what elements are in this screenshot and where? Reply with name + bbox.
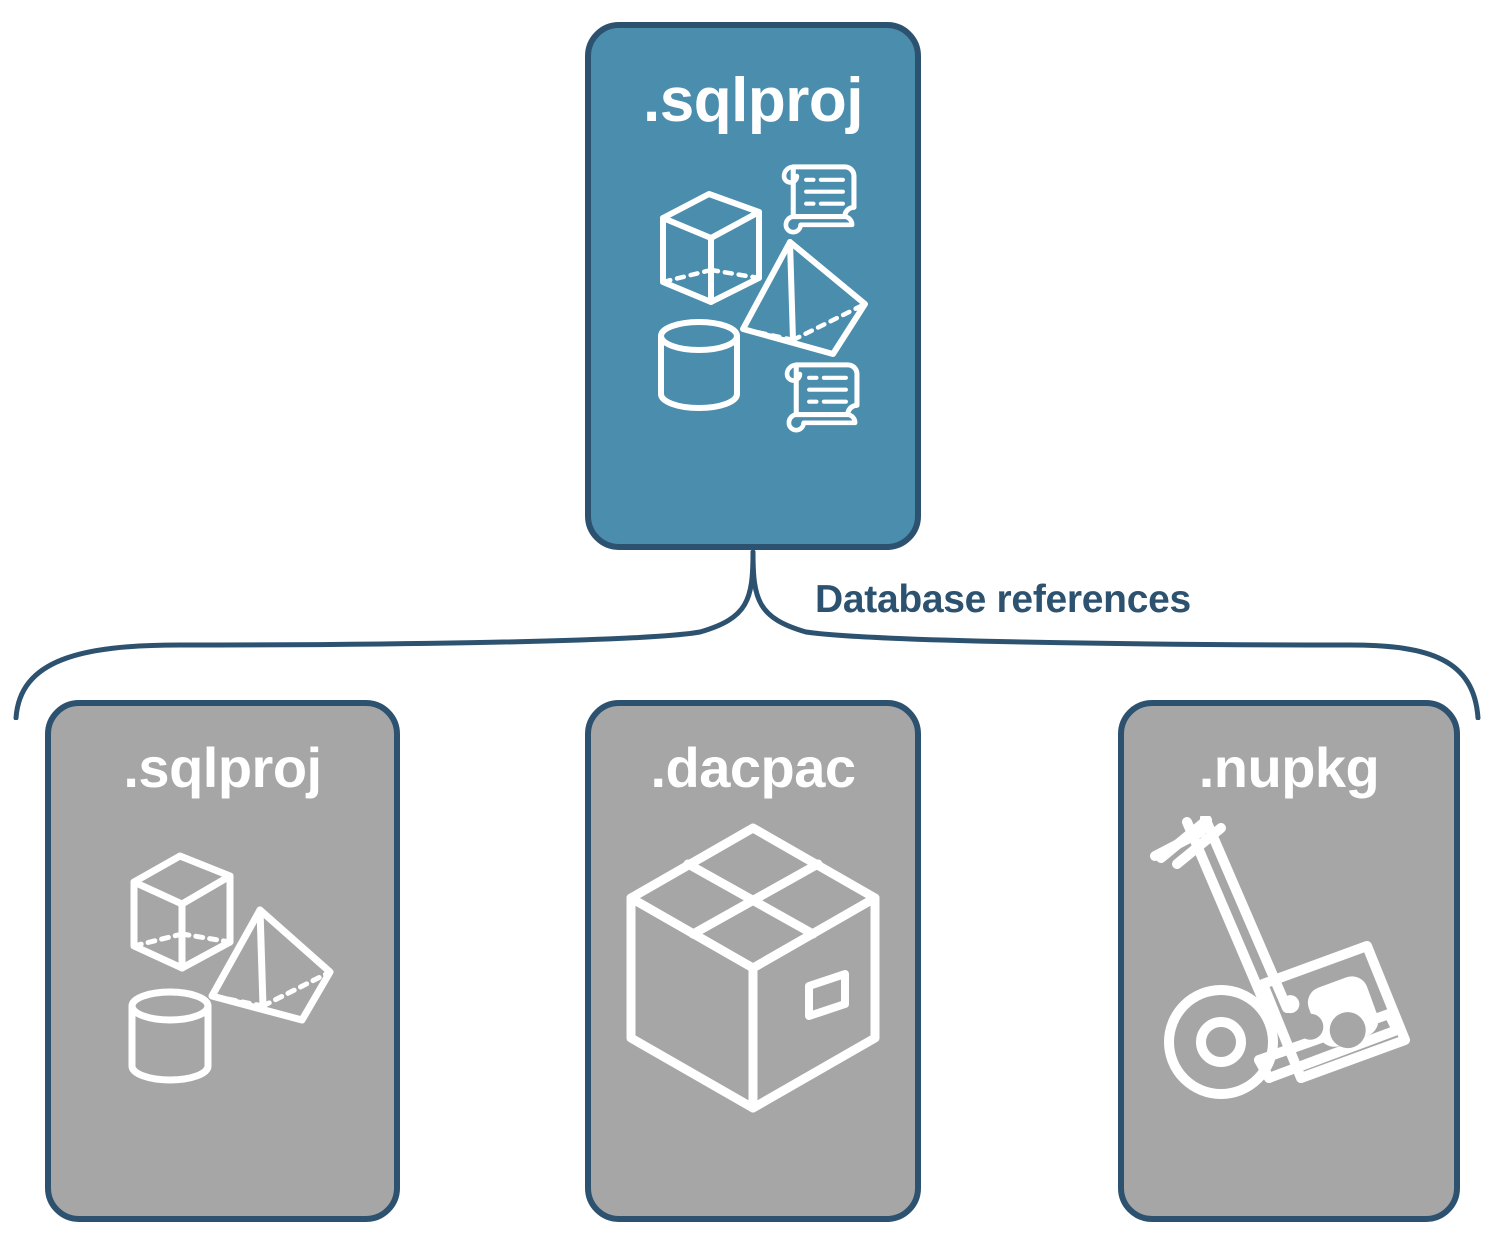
hand-truck-icon: [1150, 816, 1410, 1099]
reference-node-sqlproj[interactable]: .sqlproj: [45, 700, 400, 1222]
pyramid-icon: [208, 906, 333, 1024]
reference-node-dacpac[interactable]: .dacpac: [585, 700, 921, 1222]
package-box-icon: [626, 823, 880, 1113]
cube-icon: [130, 852, 233, 972]
primary-node-icon-cluster: [658, 164, 868, 433]
cube-icon: [660, 191, 762, 305]
reference-node-nupkg[interactable]: .nupkg: [1118, 700, 1460, 1222]
reference-node-label: .dacpac: [650, 736, 856, 799]
pyramid-icon: [740, 239, 868, 357]
primary-node-sqlproj[interactable]: .sqlproj: [585, 22, 921, 550]
connector-label: Database references: [815, 578, 1191, 621]
database-references-brace: [13, 549, 1481, 720]
scroll-icon: [784, 362, 860, 433]
reference-node-label: .sqlproj: [123, 736, 322, 799]
primary-node-label: .sqlproj: [643, 66, 863, 135]
reference-node-label: .nupkg: [1198, 736, 1380, 799]
cylinder-icon: [658, 319, 740, 411]
scroll-icon: [781, 164, 857, 235]
nuget-package-icon: [1258, 941, 1410, 1083]
reference-icon-cluster-shapes: [128, 852, 333, 1084]
cylinder-icon: [128, 988, 211, 1084]
